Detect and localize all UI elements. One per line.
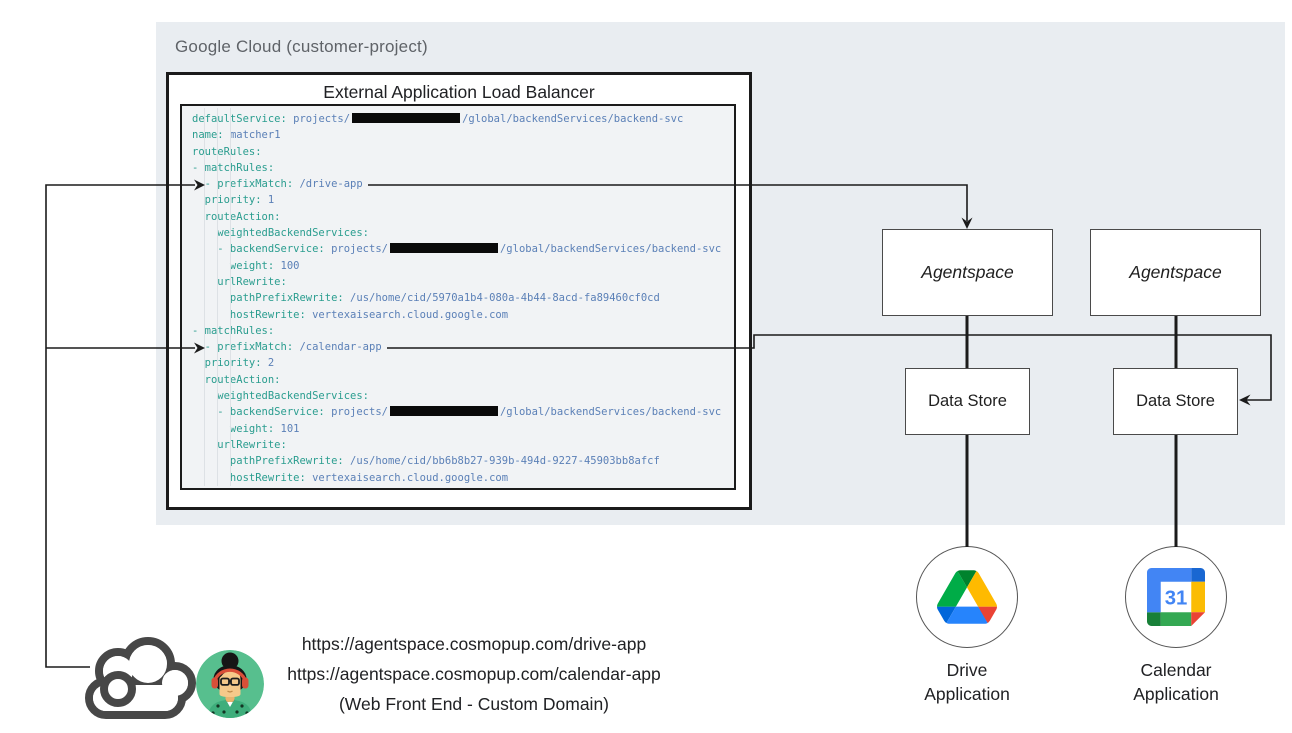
code-line: - backendService: projects//global/backe… xyxy=(192,406,722,419)
datastore-box-1: Data Store xyxy=(905,368,1030,435)
code-line: pathPrefixRewrite: /us/home/cid/5970a1b4… xyxy=(192,292,660,305)
agentspace-box-1-label: Agentspace xyxy=(921,262,1014,282)
route-rules-code-block: defaultService: projects//global/backend… xyxy=(180,104,736,490)
code-line: routeAction: xyxy=(192,210,281,223)
calendar-application-circle: 31 xyxy=(1125,546,1227,648)
google-calendar-logo-icon: 31 xyxy=(1147,568,1205,626)
user-avatar xyxy=(196,650,264,718)
redacted-project-id xyxy=(389,406,498,417)
code-line: hostRewrite: vertexaisearch.cloud.google… xyxy=(192,308,509,321)
code-line: name: matcher1 xyxy=(192,129,281,142)
code-line: routeAction: xyxy=(192,373,281,386)
code-line: - matchRules: xyxy=(192,161,275,174)
code-line: pathPrefixRewrite: /us/home/cid/bb6b8b27… xyxy=(192,455,660,468)
agentspace-box-2-label: Agentspace xyxy=(1129,262,1222,282)
datastore-box-2-label: Data Store xyxy=(1136,392,1215,410)
google-cloud-region-label: Google Cloud (customer-project) xyxy=(175,37,428,56)
code-line: routeRules: xyxy=(192,145,262,158)
frontend-caption: (Web Front End - Custom Domain) xyxy=(338,694,610,714)
code-line: - prefixMatch: /drive-app xyxy=(192,178,363,191)
code-line: weight: 101 xyxy=(192,422,300,435)
code-line: weightedBackendServices: xyxy=(192,390,370,403)
agentspace-box-2: Agentspace xyxy=(1090,229,1261,316)
datastore-box-1-label: Data Store xyxy=(928,392,1007,410)
code-line: urlRewrite: xyxy=(192,438,287,451)
code-line: - backendService: projects//global/backe… xyxy=(192,243,722,256)
code-line: weight: 100 xyxy=(192,259,300,272)
redacted-project-id xyxy=(352,113,461,123)
calendar-application-label: Calendar Application xyxy=(1133,660,1219,704)
code-line: weightedBackendServices: xyxy=(192,227,370,240)
indent-guide xyxy=(204,108,205,486)
calendar-day-number: 31 xyxy=(1165,587,1188,609)
datastore-box-2: Data Store xyxy=(1113,368,1238,435)
external-alb-title: External Application Load Balancer xyxy=(323,82,595,102)
code-line: hostRewrite: vertexaisearch.cloud.google… xyxy=(192,471,509,484)
cloud-icon xyxy=(76,634,208,730)
code-line: priority: 2 xyxy=(204,357,275,370)
indent-guide xyxy=(230,108,231,486)
indent-guide xyxy=(217,108,218,486)
drive-application-label: Drive Application xyxy=(924,660,1010,704)
frontend-url-calendar: https://agentspace.cosmopup.com/calendar… xyxy=(287,664,661,684)
code-line: priority: 1 xyxy=(204,194,275,207)
code-line: defaultService: projects//global/backend… xyxy=(192,113,684,125)
drive-application-circle xyxy=(916,546,1018,648)
frontend-url-block: https://agentspace.cosmopup.com/drive-ap… xyxy=(258,629,690,719)
code-line: urlRewrite: xyxy=(192,275,287,288)
code-line: - matchRules: xyxy=(192,324,275,337)
frontend-url-drive: https://agentspace.cosmopup.com/drive-ap… xyxy=(301,634,647,654)
redacted-project-id xyxy=(389,243,498,254)
agentspace-box-1: Agentspace xyxy=(882,229,1053,316)
google-drive-logo-icon xyxy=(937,570,997,624)
code-line: - prefixMatch: /calendar-app xyxy=(192,341,382,354)
